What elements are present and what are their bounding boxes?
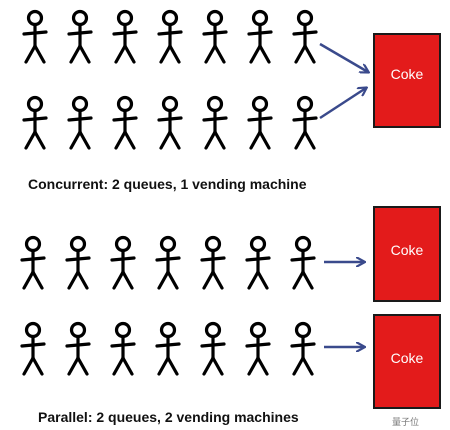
stick-figure-icon xyxy=(22,95,48,150)
stick-figure-icon xyxy=(22,9,48,64)
stick-figure-icon xyxy=(112,9,138,64)
stick-figure-icon xyxy=(290,235,316,290)
stick-figure-icon xyxy=(200,235,226,290)
queues xyxy=(20,9,318,376)
vending-machine-parallel-1: Coke xyxy=(373,206,441,302)
stick-figure-icon xyxy=(157,9,183,64)
parallel-caption: Parallel: 2 queues, 2 vending machines xyxy=(38,409,299,425)
machine-label: Coke xyxy=(390,242,424,258)
stick-figure-icon xyxy=(247,9,273,64)
stick-figure-icon xyxy=(245,235,271,290)
watermark: 量子位 xyxy=(392,418,420,428)
queue-row xyxy=(22,95,318,150)
stick-figure-icon xyxy=(247,95,273,150)
stick-figure-icon xyxy=(157,95,183,150)
stick-figure-icon xyxy=(292,9,318,64)
stick-figure-icon xyxy=(20,321,46,376)
stick-figure-icon xyxy=(290,321,316,376)
machine-label: Coke xyxy=(390,66,424,82)
stick-figure-icon xyxy=(245,321,271,376)
stick-figure-icon xyxy=(20,235,46,290)
arrows xyxy=(319,42,368,347)
stick-figure-icon xyxy=(112,95,138,150)
stick-figure-icon xyxy=(65,321,91,376)
machine-label: Coke xyxy=(390,350,424,366)
stick-figure-icon xyxy=(65,235,91,290)
vending-machine-concurrent: Coke xyxy=(373,33,441,128)
arrow-icon xyxy=(319,88,366,120)
stick-figure-icon xyxy=(200,321,226,376)
stick-figure-icon xyxy=(155,235,181,290)
stick-figure-icon xyxy=(110,321,136,376)
stick-figure-icon xyxy=(202,95,228,150)
queue-row xyxy=(20,235,316,290)
stick-figure-icon xyxy=(110,235,136,290)
vending-machine-parallel-2: Coke xyxy=(373,314,441,409)
stick-figure-icon xyxy=(67,95,93,150)
queue-row xyxy=(20,321,316,376)
stick-figure-icon xyxy=(202,9,228,64)
queue-row xyxy=(22,9,318,64)
stick-figure-icon xyxy=(155,321,181,376)
concurrent-caption: Concurrent: 2 queues, 1 vending machine xyxy=(28,176,307,192)
stick-figure-icon xyxy=(67,9,93,64)
arrow-icon xyxy=(319,42,368,72)
stick-figure-icon xyxy=(292,95,318,150)
